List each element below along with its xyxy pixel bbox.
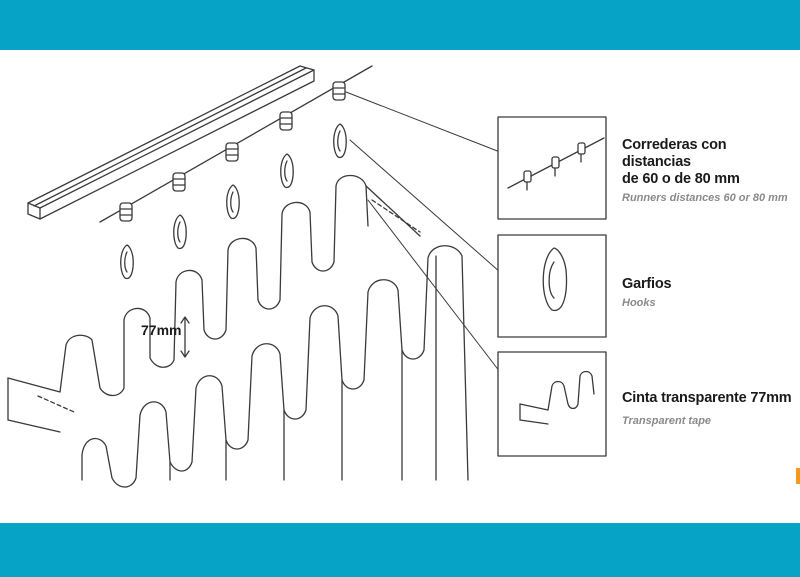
accent-mark: [796, 468, 800, 484]
label-hooks-en: Hooks: [622, 297, 656, 309]
label-runners: Correderas con distancias de 60 o de 80 …: [622, 137, 798, 207]
label-runners-es-line1: Correderas con distancias: [622, 137, 727, 170]
runner-icon: [119, 81, 346, 222]
label-tape-en: Transparent tape: [622, 415, 712, 427]
curtain-rail: [27, 65, 315, 220]
dimension-marker: [180, 316, 190, 358]
hook-icon: [120, 123, 347, 280]
curtain-diagram: [7, 65, 800, 488]
callout-lines: [345, 91, 501, 373]
label-hooks-es: Garfios: [622, 276, 672, 292]
label-runners-es-line2: de 60 o de 80 mm: [622, 171, 740, 187]
bottom-band: [0, 523, 800, 577]
label-tape-es: Cinta transparente 77mm: [622, 390, 792, 406]
top-band: [0, 0, 800, 50]
label-runners-en: Runners distances 60 or 80 mm: [622, 192, 788, 204]
curtain-top-pleats: [7, 174, 421, 433]
curtain-panel: [81, 245, 469, 488]
detail-box-hooks: [497, 234, 607, 338]
dimension-label: 77mm: [141, 322, 182, 338]
detail-box-tape: [497, 351, 607, 457]
label-tape: Cinta transparente 77mm Transparent tape: [622, 390, 798, 430]
label-hooks: Garfios Hooks: [622, 276, 798, 312]
detail-box-runners: [497, 116, 607, 220]
